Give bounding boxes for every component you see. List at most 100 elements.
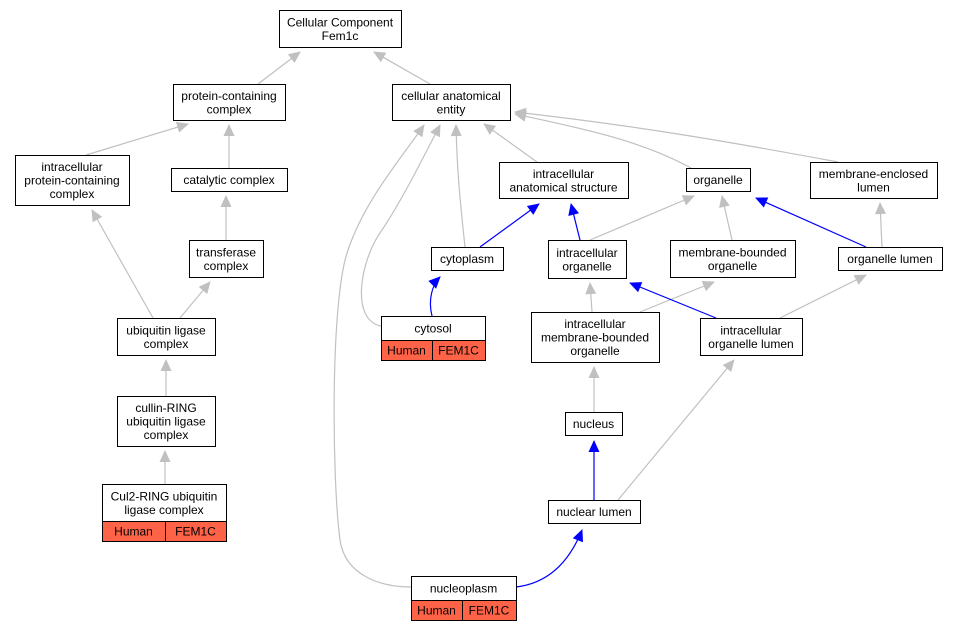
arrowhead-icon <box>413 124 425 138</box>
node-box <box>15 155 130 206</box>
node-cytoplasm[interactable]: cytoplasm <box>431 247 504 271</box>
arrowhead-icon <box>722 359 735 372</box>
arrowhead-icon <box>430 124 441 138</box>
node-label-line: membrane-enclosed <box>819 167 928 181</box>
arrowhead-icon <box>220 195 232 207</box>
arrowhead-icon <box>755 197 769 208</box>
edge-line <box>617 359 735 501</box>
node-box <box>499 162 629 199</box>
node-box <box>670 240 796 278</box>
edge-nuclear-lumen-to-intracellular-organelle-lumen <box>617 359 735 501</box>
edge-organelle-lumen-to-organelle <box>755 197 867 248</box>
node-label-line: anatomical structure <box>509 180 617 194</box>
arrowhead-icon <box>568 203 579 216</box>
node-organelle[interactable]: organelle <box>686 168 751 192</box>
arrowhead-icon <box>588 366 600 378</box>
node-label-line: organelle <box>708 259 758 273</box>
node-label-line: complex <box>144 428 189 442</box>
annotation-gene-cell <box>432 340 486 361</box>
annotation-gene-cell <box>165 521 227 542</box>
edge-line <box>455 124 466 248</box>
node-label-line: cellular anatomical <box>401 89 500 103</box>
node-box <box>838 247 943 271</box>
annotation-species: Human <box>417 604 456 618</box>
node-box <box>565 412 623 436</box>
node-nuclear-lumen[interactable]: nuclear lumen <box>548 500 641 524</box>
arrowhead-icon <box>514 107 527 119</box>
node-label-line: ubiquitin ligase <box>126 415 206 429</box>
node-label-line: cytosol <box>414 322 451 336</box>
node-organelle-lumen[interactable]: organelle lumen <box>838 247 943 271</box>
arrowhead-icon <box>585 282 597 295</box>
edges-layer <box>85 51 886 588</box>
node-box <box>171 168 288 192</box>
arrowhead-icon <box>588 440 600 452</box>
arrowhead-icon <box>681 195 695 206</box>
node-label-line: intracellular <box>556 246 617 260</box>
edge-line <box>514 111 839 163</box>
node-box <box>117 318 216 356</box>
edge-ubiquitin-ligase-complex-to-transferase-complex <box>179 281 211 319</box>
node-label-line: membrane-bounded <box>541 331 649 345</box>
edge-nucleus-to-intracellular-membrane-bounded-organelle <box>588 366 600 412</box>
node-label-line: transferase <box>196 245 256 259</box>
node-label-line: organelle <box>570 344 620 358</box>
annotation-gene: FEM1C <box>469 604 510 618</box>
edge-protein-containing-complex-to-cc-root <box>257 51 301 85</box>
edge-line <box>514 113 692 169</box>
node-label-line: complex <box>204 259 249 273</box>
arrowhead-icon <box>853 274 867 285</box>
node-box <box>700 318 803 356</box>
node-label-line: complex <box>207 102 252 116</box>
edge-line <box>779 274 867 319</box>
arrowhead-icon <box>91 209 103 223</box>
node-label-line: ubiquitin ligase <box>126 323 206 337</box>
node-box <box>686 168 751 192</box>
edge-intracellular-organelle-to-intracellular-anatomical-structure <box>568 203 581 241</box>
arrowhead-icon <box>875 202 886 215</box>
node-box <box>431 247 504 271</box>
edge-cytoplasm-to-cellular-anatomical-entity <box>450 124 466 248</box>
arrowhead-icon <box>287 51 301 63</box>
node-nucleus[interactable]: nucleus <box>565 412 623 436</box>
edge-intracellular-organelle-to-organelle <box>589 195 695 241</box>
node-label-line: organelle <box>693 173 743 187</box>
node-label-line: protein-containing <box>181 89 276 103</box>
node-label-line: intracellular <box>41 160 102 174</box>
node-label-line: entity <box>437 102 466 116</box>
edge-cellular-anatomical-entity-to-cc-root <box>373 51 431 85</box>
node-label-line: intracellular <box>720 323 781 337</box>
node-catalytic-complex[interactable]: catalytic complex <box>171 168 288 192</box>
node-label-line: protein-containing <box>24 174 119 188</box>
node-box <box>381 316 486 341</box>
edge-membrane-enclosed-lumen-to-cellular-anatomical-entity <box>514 107 839 163</box>
edge-line <box>479 203 540 248</box>
node-label-line: organelle lumen <box>847 252 932 266</box>
edge-intracellular-protein-containing-complex-to-protein-containing-complex <box>85 121 189 156</box>
edge-line <box>755 197 867 248</box>
edge-cytosol-to-cellular-anatomical-entity <box>360 124 441 327</box>
node-box <box>117 396 216 447</box>
annotation-gene-cell <box>462 600 517 621</box>
node-label-line: lumen <box>857 180 890 194</box>
arrowhead-icon <box>483 123 497 135</box>
node-label-line: organelle <box>562 259 612 273</box>
node-label-line: organelle lumen <box>708 337 793 351</box>
